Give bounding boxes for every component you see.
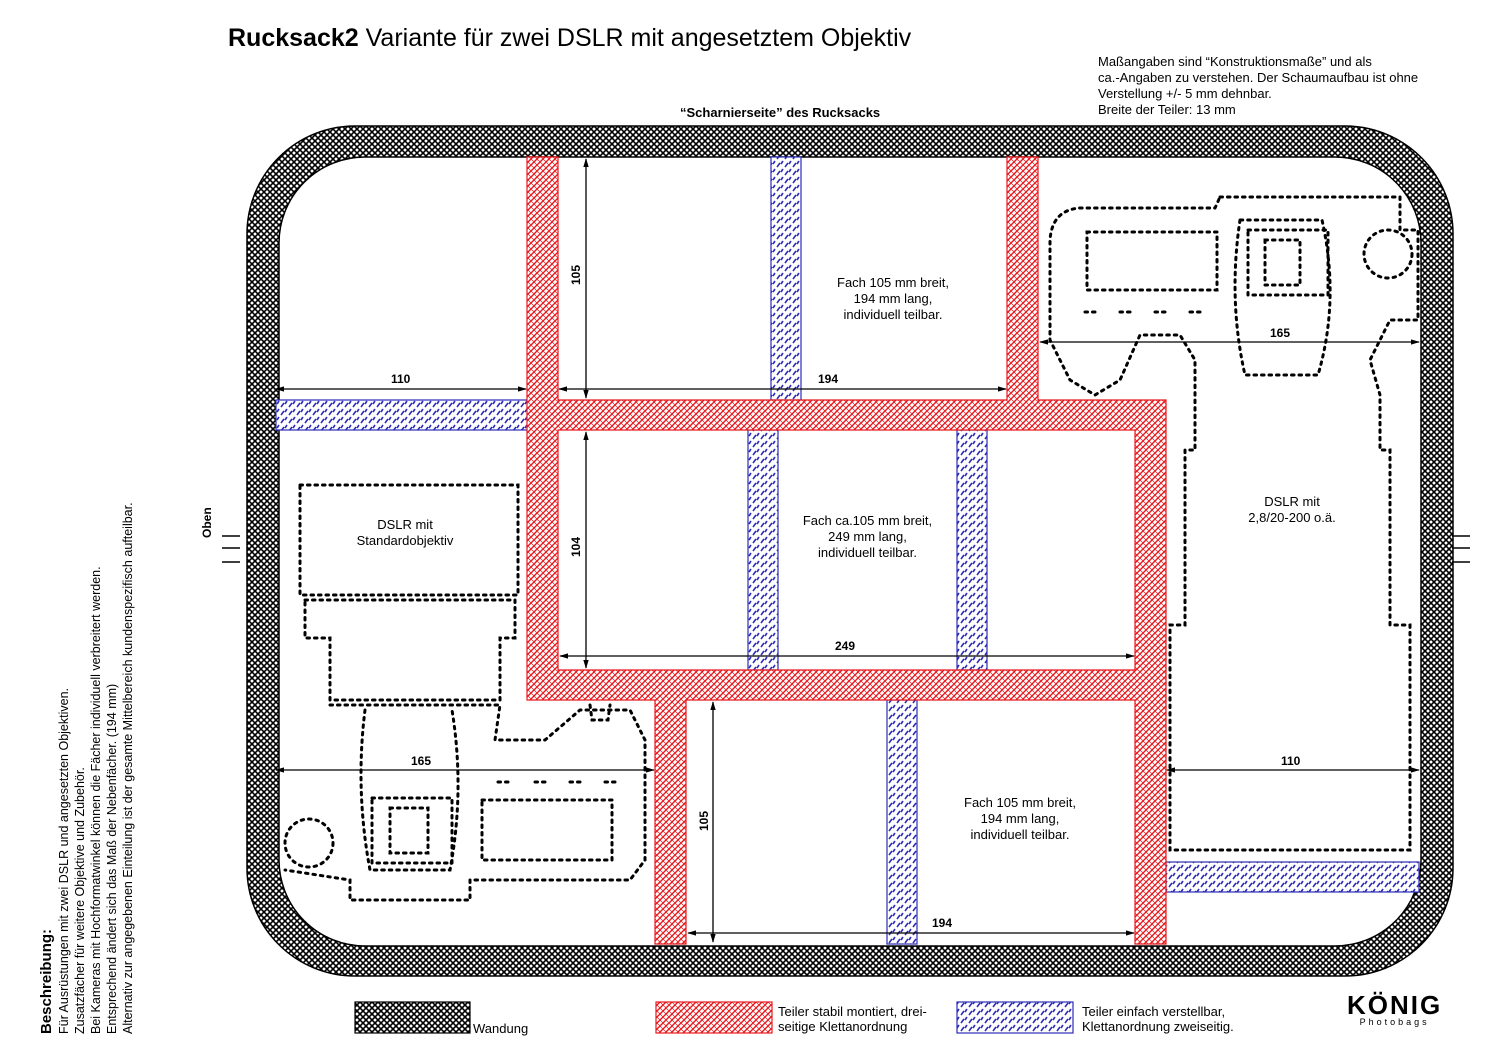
compartment-line: 249 mm lang, [828,529,907,544]
camera-line: DSLR mit [377,517,433,532]
compartment-line: 194 mm lang, [980,811,1060,826]
compartment-bottom-label: Fach 105 mm breit, 194 mm lang, individu… [945,795,1095,843]
fixed-divider [526,156,1167,945]
legend-blue-label: Teiler einfach verstellbar, Klettanordnu… [1082,1004,1234,1034]
left-camera-grip [370,796,454,865]
compartment-line: Fach 105 mm breit, [964,795,1076,810]
compartment-line: Fach 105 mm breit, [837,275,949,290]
legend-wall-label: Wandung [473,1021,529,1036]
page-title: Rucksack2 Variante für zwei DSLR mit ang… [228,24,911,53]
left-camera-grip-line [359,708,460,872]
legend-line: Teiler einfach verstellbar, [1082,1004,1226,1019]
right-camera-outline [1048,195,1420,852]
movable-divider [770,156,802,401]
dim-104-mid: 104 [569,536,584,558]
right-camera-window [1263,238,1302,287]
note-line: Breite der Teiler: 13 mm [1098,102,1236,117]
konig-logo: KÖNIG Photobags [1347,990,1442,1027]
hinge-side-label: “Scharnierseite” des Rucksacks [680,105,881,120]
left-camera-label: DSLR mit Standardobjektiv [335,517,475,549]
right-camera-dial [1362,228,1414,280]
left-camera-display [480,798,614,862]
dim-165-right: 165 [1270,326,1291,340]
wall [246,125,1454,977]
movable-divider [886,699,918,945]
dim-249-mid: 249 [835,639,856,653]
dim-194-top: 194 [818,372,839,386]
dimension-lines [275,158,1420,943]
left-camera-outline [298,483,520,597]
left-camera-knob [588,703,612,722]
movable-divider [275,399,529,431]
right-camera-label: DSLR mit 2,8/20-200 o.ä. [1222,494,1362,526]
dim-110-left: 110 [391,372,411,386]
movable-divider [747,429,779,671]
compartment-line: individuell teilbar. [843,307,943,322]
dimension-note: Maßangaben sind “Konstruktionsmaße” und … [1098,54,1418,118]
dim-194-bottom: 194 [932,916,953,930]
logo-name: KÖNIG [1347,990,1443,1020]
legend-blue-swatch [956,1001,1074,1034]
dim-105-top: 105 [569,264,584,286]
note-line: Maßangaben sind “Konstruktionsmaße” und … [1098,54,1372,69]
right-camera-display [1085,230,1219,292]
compartment-line: individuell teilbar. [970,827,1070,842]
camera-line: 2,8/20-200 o.ä. [1248,510,1336,525]
legend-line: Teiler stabil montiert, drei- [778,1004,927,1019]
movable-divider [956,429,988,671]
legend-red-swatch [655,1001,773,1034]
note-line: ca.-Angaben zu verstehen. Der Schaumaufb… [1098,70,1419,85]
camera-outlines [283,195,1420,902]
camera-line: Standardobjektiv [356,533,454,548]
dim-110-right: 110 [1281,754,1301,768]
compartment-line: Fach ca.105 mm breit, [802,513,933,528]
compartment-middle-label: Fach ca.105 mm breit, 249 mm lang, indiv… [790,513,945,561]
legend-line: Klettanordnung zweiseitig. [1082,1019,1234,1034]
logo-sub: Photobags [1359,1017,1430,1027]
right-camera-lens [1233,218,1332,377]
legend-red-label: Teiler stabil montiert, drei- seitige Kl… [778,1004,927,1034]
left-camera-body [283,703,647,902]
camera-line: DSLR mit [1264,494,1320,509]
title-bold: Rucksack2 [228,24,359,52]
legend-wall-swatch [354,1001,471,1034]
title-rest: Variante für zwei DSLR mit angesetztem O… [358,24,912,52]
left-camera-dial [283,817,335,869]
right-camera-grip [1246,228,1330,297]
dim-105-bottom: 105 [697,810,712,832]
compartment-line: individuell teilbar. [817,545,917,560]
left-camera-lens [303,598,517,702]
left-camera-window [388,806,430,855]
oben-marks [222,535,1470,563]
dim-165-left: 165 [411,754,432,768]
compartment-line: 194 mm lang, [853,291,933,306]
legend-line: seitige Klettanordnung [778,1019,908,1034]
note-line: Verstellung +/- 5 mm dehnbar. [1098,86,1272,101]
compartment-top-label: Fach 105 mm breit, 194 mm lang, individu… [818,275,968,323]
movable-divider [1165,861,1420,893]
